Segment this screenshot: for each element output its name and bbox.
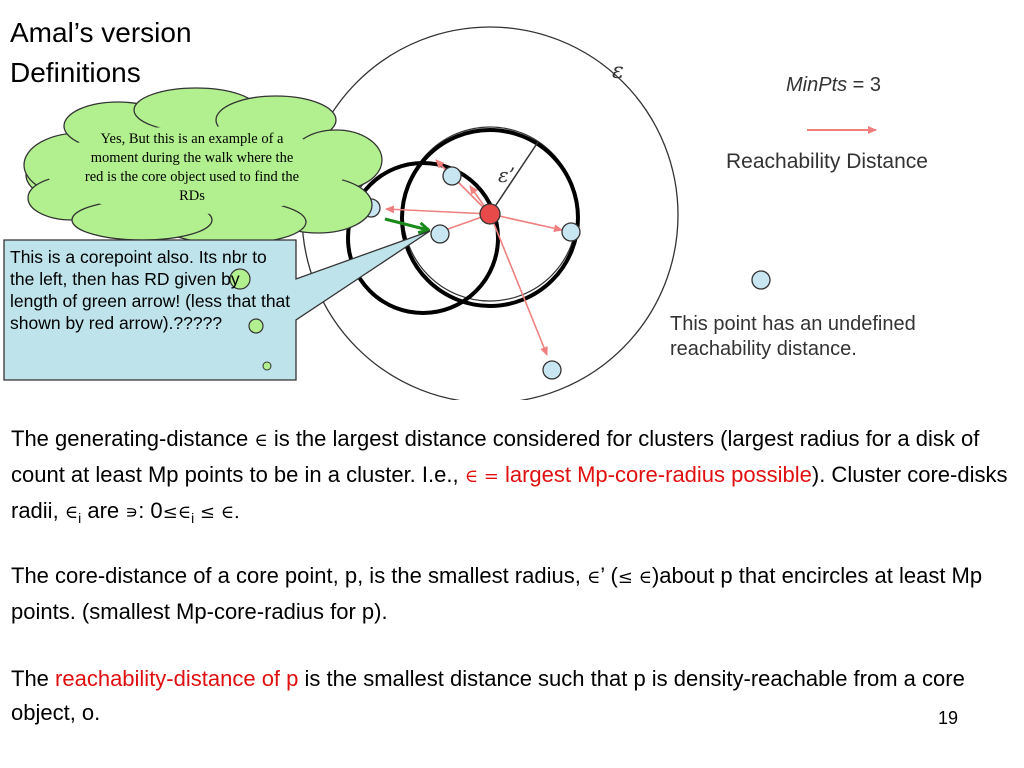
reachability-diagram: ε ε’ [3, 26, 877, 400]
reachability-distance-paragraph: The reachability-distance of p is the sm… [11, 662, 1011, 730]
epsilon-prime-label: ε’ [498, 163, 515, 187]
p1-leq-epsilon: ≤∈ [162, 502, 192, 523]
p1-text-c: ). Cluster core-disks radii, [11, 462, 1008, 523]
p1-text-d: are [81, 498, 126, 523]
reach-arrow-left [385, 205, 491, 215]
core-distance-paragraph: The core-distance of a core point, p, is… [11, 559, 1011, 629]
undefined-point-label: This point has an undefined reachability… [670, 313, 916, 360]
callout-dot-3 [262, 361, 272, 371]
corepoint-circle-right [400, 128, 580, 308]
callout-note-text: This is a corepoint also. Its nbr to the… [10, 247, 291, 333]
callout-note-shape [3, 230, 431, 381]
title-line-2: Definitions [10, 57, 141, 88]
point-right [561, 222, 581, 242]
cloud-note-text: Yes, But this is an example of a moment … [84, 131, 300, 204]
reach-arrow-down [489, 213, 548, 356]
p3-text-a: The [11, 666, 56, 691]
cloud-note-shape [23, 87, 383, 245]
epsilon-prime-radius [489, 141, 539, 215]
p2-epsilon: ∈ [586, 567, 601, 588]
reachability-legend-label: Reachability Distance [726, 150, 928, 173]
p3-highlight: reachability-distance of p [55, 666, 299, 691]
p2-text-a: The core-distance of a core point, p, is… [11, 563, 587, 588]
callout-dot-1 [229, 268, 251, 290]
minpts-value: = 3 [847, 74, 882, 96]
p1-leq-epsilon-end: ≤ ∈. [194, 502, 240, 523]
minpts-label: MinPts [786, 74, 848, 96]
p1-text-b: is the largest distance considered for c… [11, 426, 980, 487]
p1-highlight: largest Mp-core-radius possible [498, 462, 812, 487]
p1-epsilon-equals: ∈ = [464, 466, 499, 487]
p2-text-c: )about p that encircles at least Mp poin… [11, 563, 983, 624]
corepoint-circle-left [346, 161, 500, 315]
callout-dot-2 [248, 318, 264, 334]
minpts-legend: MinPts = 3 [786, 74, 881, 97]
point-undefined [751, 270, 771, 290]
page-number: 19 [938, 708, 959, 728]
p1-epsilon: ∈ [254, 430, 268, 451]
p1-text-a: The generating-distance [11, 426, 255, 451]
p1-sub-i: i [78, 510, 82, 526]
generating-distance-paragraph: The generating-distance ∈ is the largest… [11, 422, 1011, 535]
title-line-1: Amal’s version [10, 17, 192, 48]
p1-such-that: ∍ [125, 502, 139, 523]
p1-text-e: : 0 [138, 498, 163, 523]
reach-arrow-right [489, 213, 563, 233]
p1-sub-i-2: i [191, 510, 195, 526]
reach-arrow-up-left [435, 159, 491, 215]
point-lower-left [430, 224, 450, 244]
point-top [442, 166, 462, 186]
green-reach-arrow [384, 217, 428, 230]
point-bottom [542, 360, 562, 380]
core-point [479, 203, 501, 225]
p2-text-b: ’ ( [600, 563, 618, 588]
p3-text-b: is the smallest distance such that p is … [11, 666, 965, 725]
p2-leq-epsilon: ≤ ∈ [617, 567, 652, 588]
p1-epsilon-i: ∈ [64, 502, 79, 523]
epsilon-label: ε [612, 59, 624, 84]
